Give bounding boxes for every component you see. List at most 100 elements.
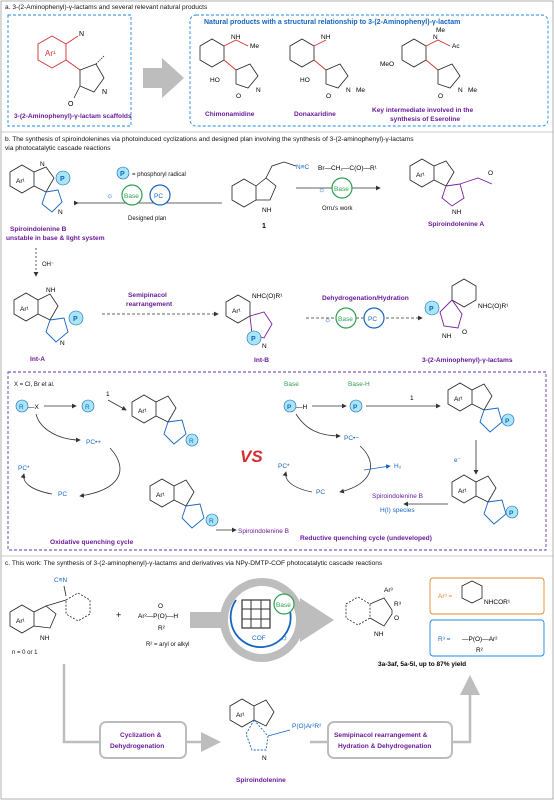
product-nh: NH — [374, 631, 384, 638]
step2-line2: Hydration & Dehydrogenation — [338, 743, 431, 750]
eseroline-ac: Ac — [452, 43, 460, 50]
spiroindolenine-label: Spiroindolenine — [236, 777, 286, 784]
donaxaridine-n: N — [346, 87, 351, 94]
red-arc-1 — [295, 413, 341, 439]
donaxaridine-o: O — [326, 93, 331, 100]
compound-1-label: 1 — [262, 223, 266, 230]
scaffold-n-label: N — [79, 31, 84, 38]
donaxaridine-ho: HO — [300, 77, 310, 84]
one-label-right: 1 — [410, 395, 414, 402]
ph-bond: —H — [296, 404, 308, 411]
p-badge-spiro-b — [55, 170, 71, 186]
orrus-work-label: Orru's work — [322, 206, 353, 212]
red-arc-3 — [282, 471, 313, 493]
h2-label: H₂ — [394, 463, 402, 470]
pc-star-label-1: PC* — [18, 465, 30, 472]
p-label-mech-1: P — [287, 404, 292, 411]
lactam-product-structure: NHC(O)R¹ O NH — [439, 278, 509, 340]
base-label-1: Base — [124, 193, 139, 200]
base-h-label: Base-H — [348, 381, 370, 388]
int-a-n: N — [60, 340, 65, 347]
eseroline-o: O — [438, 93, 443, 100]
lactam-nh: NH — [442, 333, 452, 340]
light-icon-3: ☼ — [324, 315, 331, 324]
n-note: n = 0 or 1 — [12, 650, 38, 656]
radical-left-ar: Ar¹ — [138, 408, 148, 415]
scaffold-label: 3-(2-Aminophenyl)-γ-lactam scaffolds — [14, 113, 132, 120]
int-b-nhcor: NHC(O)R¹ — [252, 293, 283, 300]
section-a-header: a. 3-(2-Aminophenyl)-γ-lactams and sever… — [5, 4, 208, 11]
light-icon-c: ☼ — [280, 632, 288, 642]
r-label-1: R — [19, 404, 24, 411]
spiro-a-nh: NH — [452, 209, 462, 216]
pc-label-ox: PC — [58, 491, 67, 498]
step2-line1: Semipinacol rearrangement & — [334, 732, 428, 739]
phosphine-oxide-reagent: Ar²—P(O)—H — [138, 613, 178, 620]
int-b-label: Int-B — [254, 357, 269, 364]
p-label-mech-3: P — [505, 418, 510, 425]
scaffold-box — [7, 14, 132, 127]
ox-arc-3 — [20, 473, 53, 495]
spiro-a-o: O — [488, 170, 493, 177]
spiro-bottom-p: P(O)Ar²R² — [292, 723, 322, 730]
pc-star-label-2: PC* — [278, 463, 290, 470]
eseroline-me2: Me — [468, 87, 477, 94]
int-b-ar: Ar¹ — [232, 308, 242, 315]
eseroline-n2: N — [458, 87, 463, 94]
pc-minus-label: PC•− — [344, 435, 359, 442]
p-label-int-b: P — [251, 336, 256, 343]
r-label-4: R — [209, 518, 214, 525]
p-label-int-a: P — [73, 316, 78, 323]
r-badge-1 — [15, 399, 29, 413]
spiro-b-right-text: Spiroindolenine B — [372, 493, 423, 500]
product-eseroline-line2: synthesis of Eseroline — [390, 116, 460, 123]
lactam-o: O — [462, 329, 467, 336]
base-label-c: Base — [276, 602, 291, 609]
section-b-header-line2: via photocatalytic cascade reactions — [5, 145, 111, 152]
cation-intermediate-left: Ar¹ — [149, 478, 205, 529]
spiroindolenine-a-structure: Ar¹ NH O — [409, 158, 493, 216]
one-arrow-left — [107, 399, 127, 411]
pc-plus-label: PC•+ — [86, 439, 101, 446]
compound-1-structure: N≡C NH — [231, 161, 309, 214]
donaxaridine-nh: NH — [321, 34, 331, 41]
lactam-label: 3-(2-Aminophenyl)-γ-lactams — [422, 357, 513, 364]
flow-arrow-2 — [452, 675, 480, 744]
p-legend-badge — [116, 166, 130, 180]
spiroindolenine-b-structure: Ar¹ N N — [9, 161, 63, 216]
spiro-b-ar: Ar¹ — [16, 178, 26, 185]
pc-label-1: PC — [154, 193, 163, 200]
section-c-header: c. This work: The synthesis of 3-(2-amin… — [5, 560, 383, 567]
chimonamidine-ho: HO — [210, 77, 220, 84]
semipinacol-label-line2: rearrangement — [126, 301, 173, 308]
chimonamidine-structure: NH Me HO N O — [199, 34, 261, 100]
r-label-3: R — [189, 438, 194, 445]
one-label-left: 1 — [106, 391, 110, 398]
p-badge-mech-2 — [349, 399, 363, 413]
p-label-lactam: P — [429, 306, 434, 313]
cof-cycle-arrow — [229, 594, 293, 648]
scaffold-ar-label: Ar¹ — [45, 49, 56, 58]
reagent-o: O — [158, 603, 163, 610]
step1-line2: Dehydrogenation — [110, 743, 164, 750]
pc-label-3: PC — [368, 316, 377, 323]
ox-arc-1 — [35, 413, 81, 443]
scaffold-structure: Ar¹ N O N — [37, 31, 107, 108]
r2-note: R² = aryl or alkyl — [146, 642, 190, 648]
p-badge-mech-3 — [501, 413, 515, 427]
spiroindolenine-bottom-structure: Ar¹ P(O)Ar²R² N — [229, 698, 322, 762]
int-a-nh: NH — [46, 287, 56, 294]
p-label-mech-4: P — [509, 510, 514, 517]
eseroline-meo: MeO — [380, 61, 394, 68]
p-badge-int-a — [68, 310, 84, 326]
spiro-b-sub: unstable in base & light system — [6, 235, 105, 242]
section-a-arrow — [143, 58, 184, 98]
r3-struct: —P(O)—Ar² — [462, 636, 498, 643]
chimonamidine-o: O — [236, 93, 241, 100]
base-circle-1 — [121, 184, 143, 206]
spiro-b-n: N — [40, 161, 45, 168]
donaxaridine-structure: NH HO N Me O — [289, 34, 365, 100]
reagent-r2: R² — [158, 625, 166, 632]
cof-lattice-icon — [241, 599, 271, 629]
